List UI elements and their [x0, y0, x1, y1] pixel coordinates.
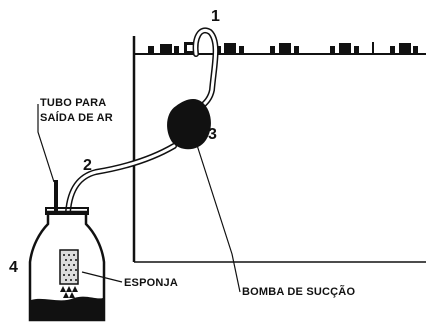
air-outlet-tube-label-line2: SAÍDA DE AR — [40, 112, 113, 124]
sponge-block — [59, 249, 79, 285]
collection-container — [28, 207, 106, 322]
suction-hose-upper — [192, 27, 219, 111]
suction-pump-label: BOMBA DE SUCÇÃO — [242, 286, 356, 298]
suction-pump — [167, 99, 211, 150]
callout-1: 1 — [211, 8, 220, 25]
callout-2: 2 — [83, 157, 92, 174]
sponge-label: ESPONJA — [124, 277, 178, 289]
collected-electrolyte — [31, 296, 103, 320]
callout-4: 4 — [9, 259, 18, 276]
battery-case — [132, 36, 426, 263]
leader-lines — [37, 104, 241, 293]
callout-3: 3 — [208, 126, 217, 143]
drip-arrows — [60, 286, 78, 298]
air-outlet-tube-label-line1: TUBO PARA — [40, 97, 107, 109]
